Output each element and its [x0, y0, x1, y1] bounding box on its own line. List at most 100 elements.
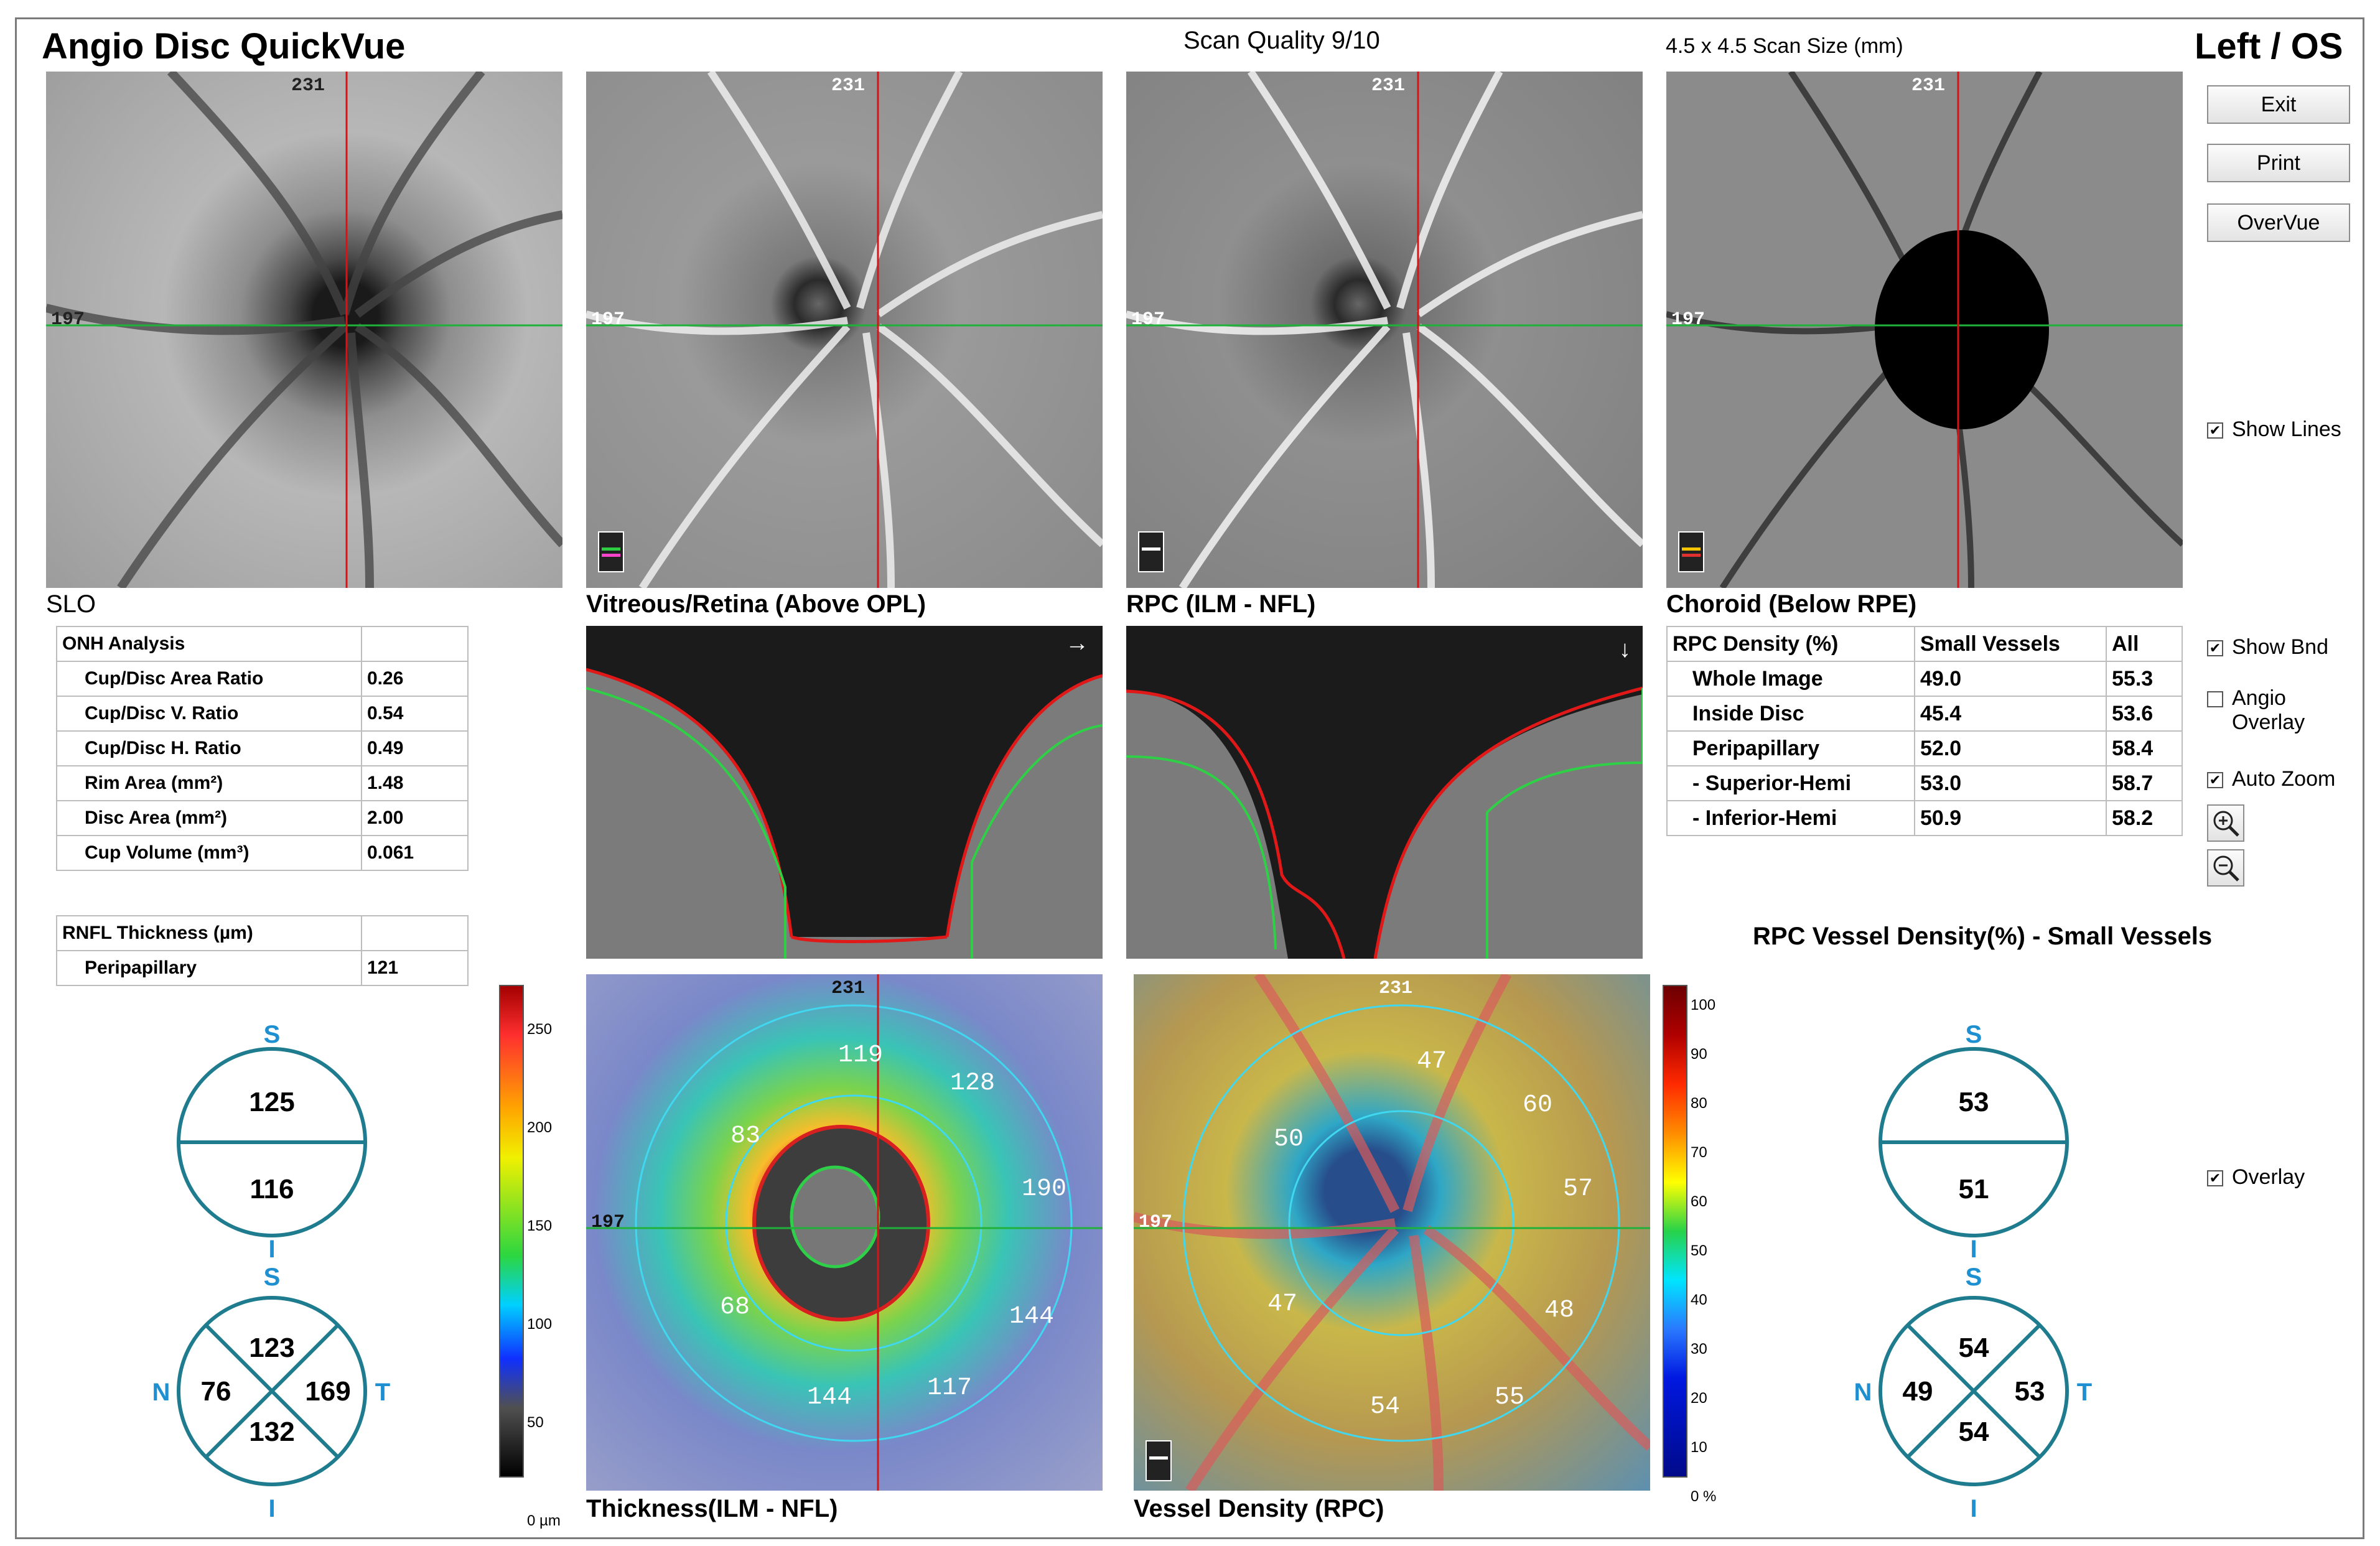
svg-text:53: 53: [2015, 1376, 2045, 1407]
sector-value: 117: [927, 1374, 972, 1402]
rpc-image[interactable]: 231 197: [1126, 72, 1643, 588]
sector-value: 60: [1523, 1091, 1552, 1119]
thickness-quadrant-diagram: S 123 76 169 132 I N T: [147, 1260, 396, 1522]
sector-value: 48: [1544, 1297, 1574, 1325]
marker-x: 231: [831, 75, 865, 96]
checkbox-icon[interactable]: ✔: [2207, 422, 2223, 439]
marker-x: 231: [1371, 75, 1405, 96]
arrow-right-icon: →: [1065, 630, 1089, 656]
sector-value: 83: [730, 1122, 760, 1150]
svg-text:T: T: [375, 1379, 390, 1406]
svg-text:I: I: [1970, 1236, 1977, 1260]
marker-y: 197: [1139, 1212, 1172, 1233]
svg-text:I: I: [268, 1495, 275, 1522]
marker-x: 231: [1911, 75, 1945, 96]
svg-text:N: N: [152, 1379, 170, 1406]
svg-text:76: 76: [201, 1376, 231, 1407]
marker-x: 231: [291, 75, 325, 96]
scan-quality: Scan Quality 9/10: [1183, 27, 1380, 54]
overvue-button[interactable]: OverVue: [2207, 203, 2350, 242]
sector-value: 190: [1022, 1175, 1066, 1203]
svg-text:54: 54: [1959, 1417, 1989, 1447]
rpc-caption: RPC (ILM - NFL): [1126, 590, 1316, 618]
marker-y: 197: [1131, 309, 1165, 330]
svg-text:N: N: [1854, 1379, 1872, 1406]
sector-value: 57: [1563, 1175, 1593, 1203]
zoom-in-button[interactable]: [2207, 804, 2244, 842]
choroid-caption: Choroid (Below RPE): [1666, 590, 1917, 618]
quickvue-window: Angio Disc QuickVue Scan Quality 9/10 4.…: [15, 17, 2364, 1539]
rpc-density-table: RPC Density (%) Small Vessels All Whole …: [1666, 626, 2183, 836]
overlay-checkbox[interactable]: ✔ Overlay: [2207, 1165, 2305, 1190]
svg-text:51: 51: [1959, 1174, 1989, 1204]
svg-text:S: S: [264, 1264, 281, 1291]
marker-y: 197: [1671, 309, 1705, 330]
sector-value: 47: [1267, 1290, 1297, 1318]
svg-text:T: T: [2077, 1379, 2092, 1406]
slo-image[interactable]: 231 197: [46, 72, 562, 588]
sector-value: 144: [807, 1384, 852, 1412]
thickness-hemi-diagram: S 125 116 I: [172, 1018, 371, 1263]
show-lines-checkbox[interactable]: ✔ Show Lines: [2207, 417, 2341, 442]
rnfl-title: RNFL Thickness (µm): [56, 915, 362, 951]
eye-label: Left / OS: [2195, 26, 2343, 67]
slo-caption: SLO: [46, 590, 96, 618]
svg-text:49: 49: [1903, 1376, 1933, 1407]
rpc-vessel-density-title: RPC Vessel Density(%) - Small Vessels: [1753, 923, 2213, 950]
marker-x: 231: [1379, 978, 1412, 999]
vitreous-caption: Vitreous/Retina (Above OPL): [586, 590, 926, 618]
thickness-caption: Thickness(ILM - NFL): [586, 1495, 838, 1522]
exit-button[interactable]: Exit: [2207, 85, 2350, 124]
svg-text:I: I: [1970, 1495, 1977, 1522]
density-quadrant-diagram: S 54 49 53 54 I N T: [1849, 1260, 2098, 1522]
zoom-out-button[interactable]: [2207, 849, 2244, 887]
svg-text:S: S: [1966, 1021, 1982, 1048]
svg-text:132: 132: [249, 1417, 294, 1447]
marker-y: 197: [51, 309, 85, 330]
checkbox-icon[interactable]: ✔: [2207, 772, 2223, 788]
svg-text:116: 116: [250, 1174, 294, 1204]
density-color-scale: [1663, 985, 1687, 1478]
sector-value: 68: [720, 1293, 750, 1321]
marker-y: 197: [591, 1212, 625, 1233]
scan-size: 4.5 x 4.5 Scan Size (mm): [1666, 34, 1903, 58]
onh-title: ONH Analysis: [56, 626, 362, 662]
arrow-down-icon: ↓: [1619, 636, 1631, 663]
sector-value: 54: [1370, 1393, 1400, 1421]
choroid-image[interactable]: 231 197: [1666, 72, 2183, 588]
checkbox-icon[interactable]: ✔: [2207, 1170, 2223, 1186]
svg-text:169: 169: [305, 1376, 350, 1407]
print-button[interactable]: Print: [2207, 144, 2350, 182]
oct-bscan-vertical[interactable]: ↓: [1126, 626, 1643, 959]
sector-value: 50: [1274, 1125, 1304, 1153]
sector-value: 128: [950, 1069, 995, 1097]
svg-text:S: S: [1966, 1264, 1982, 1291]
sector-value: 47: [1417, 1048, 1447, 1076]
thickness-map[interactable]: 231 197 119 128 190 144 117 144 68 83: [586, 974, 1103, 1491]
checkbox-icon[interactable]: ✔: [2207, 640, 2223, 656]
density-hemi-diagram: S 53 51 I: [1874, 1018, 2073, 1263]
angio-overlay-checkbox[interactable]: Angio Overlay: [2207, 686, 2356, 735]
oct-bscan-horizontal[interactable]: →: [586, 626, 1103, 959]
svg-text:53: 53: [1959, 1087, 1989, 1117]
svg-text:123: 123: [249, 1333, 294, 1363]
vessel-density-map[interactable]: 231 197 47 60 57 48 55 54 47 50: [1134, 974, 1650, 1491]
svg-text:125: 125: [249, 1087, 294, 1117]
sector-value: 119: [838, 1041, 883, 1069]
auto-zoom-checkbox[interactable]: ✔ Auto Zoom: [2207, 767, 2335, 791]
vessel-density-caption: Vessel Density (RPC): [1134, 1495, 1384, 1522]
show-bnd-checkbox[interactable]: ✔ Show Bnd: [2207, 635, 2328, 659]
marker-x: 231: [831, 978, 865, 999]
vitreous-image[interactable]: 231 197: [586, 72, 1103, 588]
density-scale-ticks: 100 90 80 70 60 50 40 30 20 10 0 %: [1691, 997, 1717, 1505]
sector-value: 55: [1495, 1384, 1524, 1412]
thickness-color-scale: [499, 985, 524, 1478]
sector-value: 144: [1009, 1303, 1054, 1331]
svg-text:S: S: [264, 1021, 281, 1048]
svg-text:I: I: [268, 1236, 275, 1260]
checkbox-icon[interactable]: [2207, 691, 2223, 707]
svg-text:54: 54: [1959, 1333, 1989, 1363]
thickness-scale-ticks: 250 200 150 100 50 0 µm: [527, 1021, 561, 1529]
